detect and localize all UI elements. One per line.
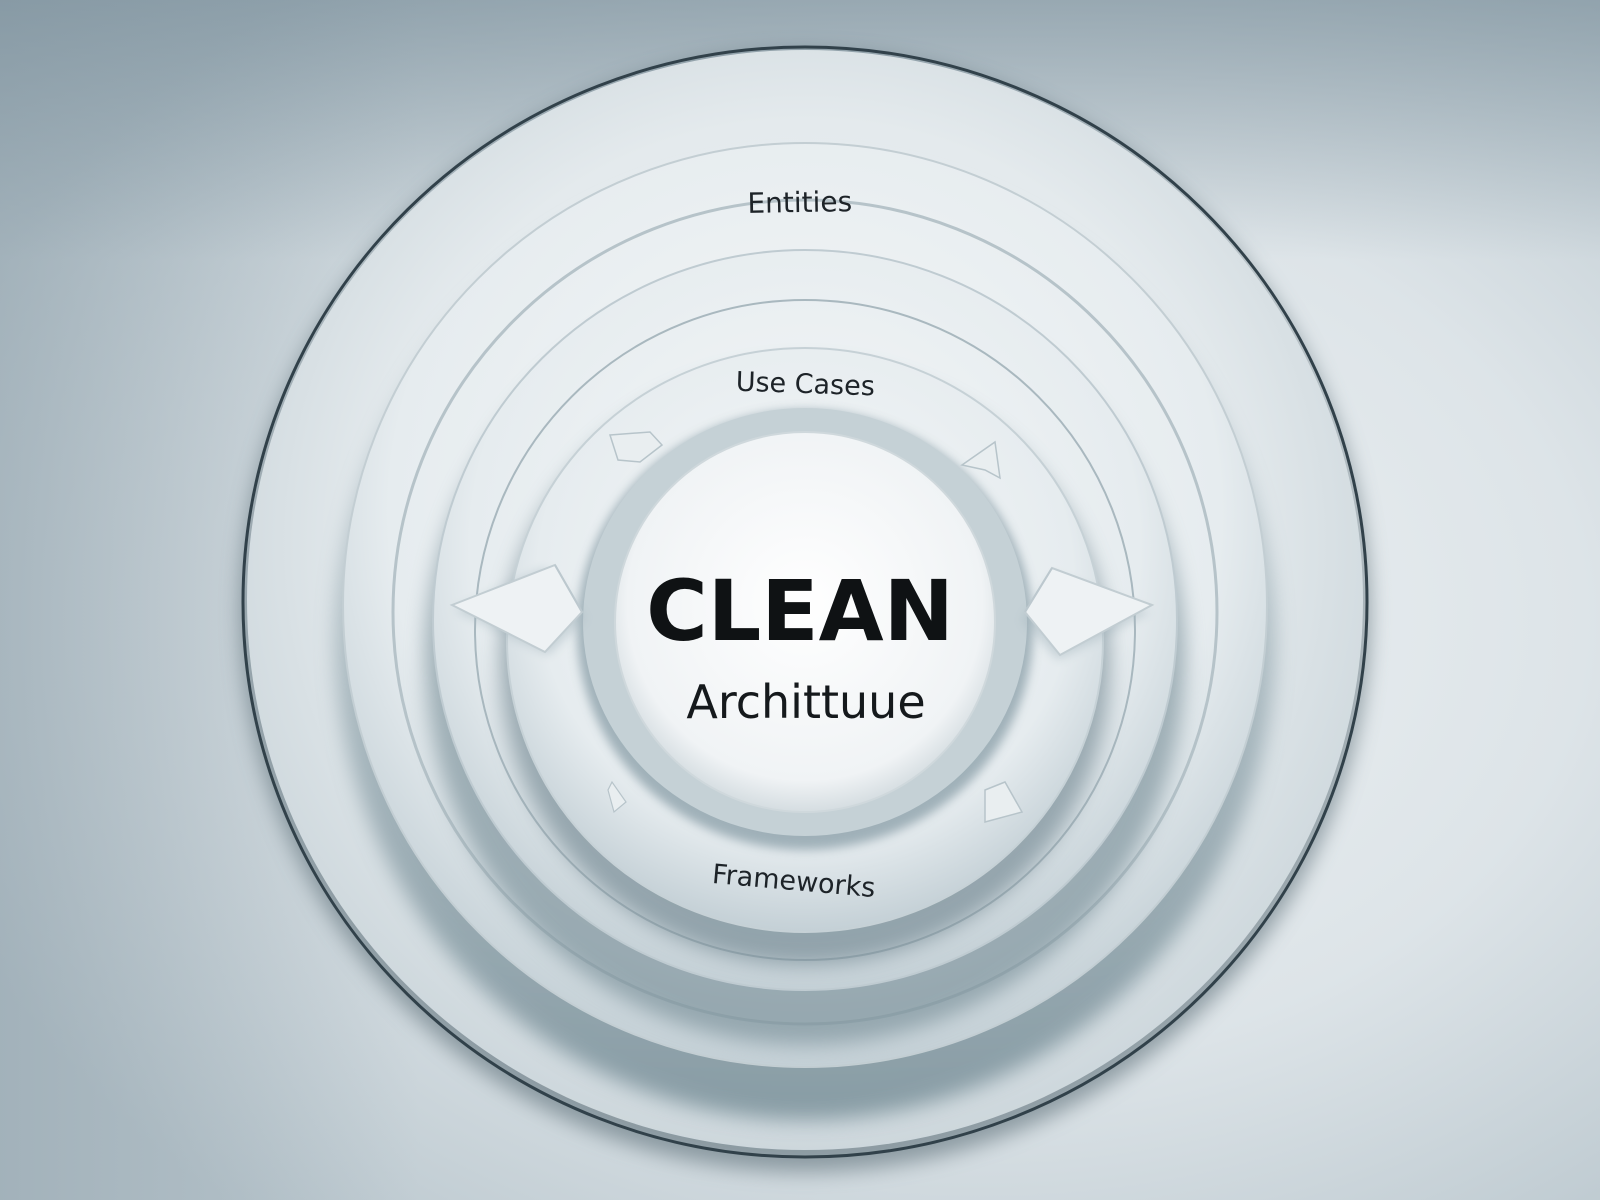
- bottom-left-arrow-icon: [607, 780, 627, 814]
- inner-recess: [577, 408, 1033, 850]
- top-right-arrow-icon: [960, 440, 1001, 480]
- top-left-arrow-icon: [608, 431, 664, 463]
- center-subtitle: Archittuue: [686, 675, 925, 729]
- entities-label: Entities: [747, 185, 852, 220]
- bottom-right-arrow-icon: [984, 781, 1024, 823]
- right-arrow-icon: [1022, 566, 1155, 660]
- center-title: CLEAN: [646, 562, 954, 660]
- use-cases-label: Use Cases: [735, 367, 875, 403]
- left-arrow-icon: [449, 563, 585, 655]
